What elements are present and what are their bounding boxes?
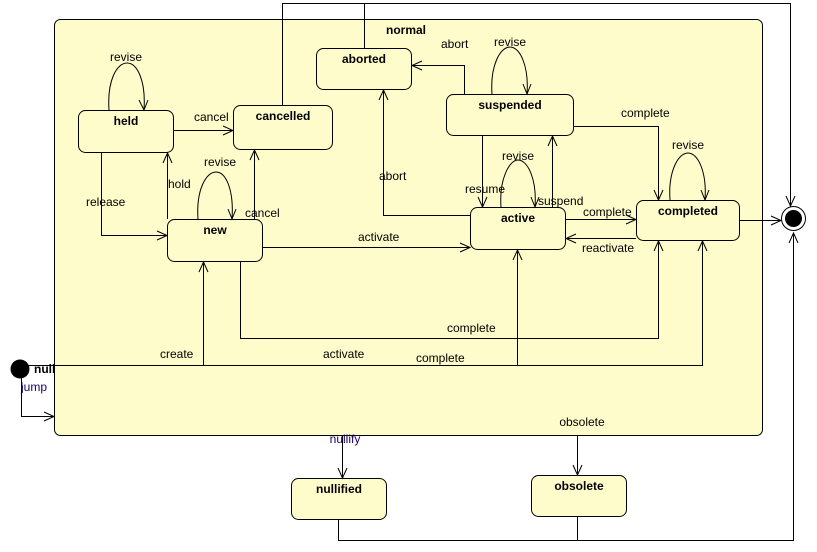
state-new-label: new	[203, 223, 227, 237]
initial-state-label: null	[34, 362, 55, 376]
arrowhead	[564, 233, 577, 244]
state-completed-label: completed	[658, 204, 718, 218]
arrowhead	[227, 208, 237, 221]
arrowhead	[788, 231, 799, 244]
arrowhead	[337, 467, 348, 480]
state-nullified[interactable]: nullified	[291, 478, 387, 520]
label-new-complete: complete	[447, 321, 496, 335]
state-obsolete-label: obsolete	[554, 479, 604, 493]
state-obsolete[interactable]: obsolete	[531, 475, 627, 517]
state-suspended-label: suspended	[478, 98, 541, 112]
arrowhead	[770, 215, 783, 226]
composite-state-normal[interactable]	[54, 19, 763, 436]
label-null-activate: activate	[323, 347, 365, 361]
label-suspended-complete: complete	[621, 106, 670, 120]
arrowhead	[653, 239, 664, 252]
label-null-complete: complete	[416, 351, 465, 365]
label-active-resume: resume	[465, 182, 505, 196]
label-new-cancel: cancel	[245, 206, 280, 220]
edge-nullified-to-final	[338, 233, 794, 541]
arrowhead	[198, 260, 209, 273]
state-held[interactable]: held	[78, 110, 174, 153]
label-new-hold: hold	[168, 177, 191, 191]
edge-active-revise	[500, 159, 536, 208]
arrowhead	[522, 83, 532, 96]
state-held-label: held	[114, 114, 139, 128]
label-held-cancel: cancel	[194, 110, 229, 124]
state-new[interactable]: new	[167, 219, 263, 262]
arrowhead	[512, 248, 523, 261]
label-completed-revise: revise	[672, 138, 704, 152]
arrowhead	[43, 411, 56, 422]
label-held-release: release	[86, 195, 126, 209]
label-obsolete: obsolete	[559, 415, 605, 429]
label-suspended-revise: revise	[494, 35, 526, 49]
edge-held-revise	[108, 62, 145, 111]
arrowhead	[138, 99, 149, 112]
state-cancelled[interactable]: cancelled	[233, 105, 333, 150]
arrowhead	[697, 239, 708, 252]
edge-completed-revise	[669, 152, 706, 201]
label-active-suspend: suspend	[538, 194, 583, 208]
label-null-create: create	[160, 347, 194, 361]
arrowhead	[547, 134, 558, 147]
edge-null-complete	[20, 241, 703, 366]
state-completed[interactable]: completed	[636, 200, 740, 241]
label-active-revise: revise	[502, 149, 534, 163]
state-aborted[interactable]: aborted	[316, 48, 412, 90]
arrowhead	[477, 196, 488, 209]
edge-cancelled-to-final	[282, 3, 791, 205]
arrowhead	[410, 60, 423, 71]
label-new-activate: activate	[358, 230, 400, 244]
state-active-label: active	[501, 211, 535, 225]
edge-suspended-revise	[491, 46, 528, 95]
state-nullified-label: nullified	[316, 482, 362, 496]
final-state-dot	[785, 210, 802, 227]
edge-new-complete	[240, 241, 659, 339]
arrowhead	[162, 151, 173, 164]
arrowhead	[222, 125, 235, 136]
label-held-revise: revise	[110, 50, 142, 64]
edge-new-revise	[197, 171, 233, 220]
edge-null-jump	[21, 372, 54, 417]
arrowhead	[572, 464, 583, 477]
label-new-revise: revise	[204, 155, 236, 169]
arrowhead	[249, 148, 260, 161]
arrowhead	[785, 195, 796, 208]
arrowhead	[625, 214, 638, 225]
composite-state-label: normal	[386, 23, 426, 37]
edge-held-release	[101, 153, 167, 236]
arrowhead	[156, 230, 169, 241]
label-active-abort: abort	[379, 169, 407, 183]
arrowhead	[530, 196, 540, 209]
label-suspended-abort: abort	[441, 37, 469, 51]
arrowhead	[378, 88, 389, 101]
initial-state-icon[interactable]	[10, 359, 30, 379]
edge-suspended-complete	[574, 126, 659, 200]
state-suspended[interactable]: suspended	[446, 94, 574, 136]
label-active-complete: complete	[583, 205, 632, 219]
edge-suspended-abort	[412, 65, 465, 94]
state-cancelled-label: cancelled	[256, 109, 311, 123]
label-completed-reactivate: reactivate	[582, 241, 634, 255]
edge-active-abort	[383, 90, 470, 216]
state-aborted-label: aborted	[342, 52, 386, 66]
state-active[interactable]: active	[470, 207, 566, 250]
label-nullify: nullify	[330, 432, 361, 446]
label-null-jump: jump	[20, 380, 47, 394]
arrowhead	[653, 189, 664, 202]
arrowhead	[459, 242, 472, 253]
arrowhead	[700, 189, 710, 202]
